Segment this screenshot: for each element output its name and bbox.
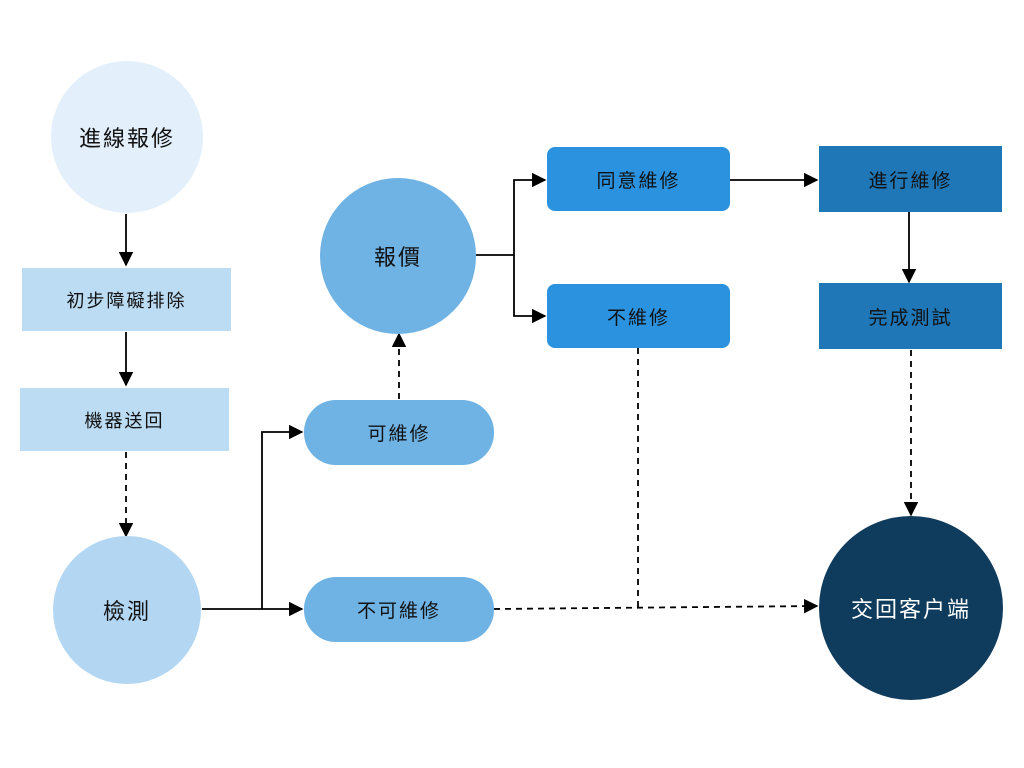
node-agree: 同意維修	[547, 147, 730, 211]
arrow-quote-to-decline	[513, 255, 547, 324]
node-decline: 不維修	[547, 284, 730, 348]
node-report: 進線報修	[51, 61, 203, 213]
node-return-client: 交回客户端	[819, 516, 1003, 700]
arrow-inspect-to-repairable	[202, 424, 304, 610]
node-quote: 報價	[320, 178, 476, 334]
node-troubleshoot: 初步障礙排除	[22, 268, 231, 331]
node-inspect: 檢測	[53, 536, 201, 684]
arrow-not-repairable-to-return	[493, 598, 819, 614]
node-repairing: 進行維修	[819, 146, 1002, 212]
node-repairable: 可維修	[304, 400, 494, 465]
node-test-done: 完成測試	[819, 283, 1002, 349]
node-ship-back: 機器送回	[20, 388, 229, 451]
node-not-repairable: 不可維修	[304, 577, 494, 642]
arrow-quote-to-agree	[476, 172, 547, 256]
